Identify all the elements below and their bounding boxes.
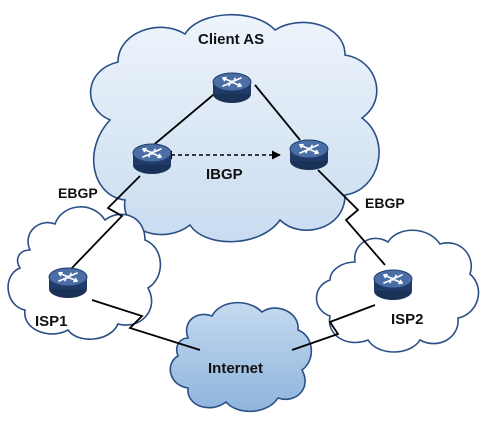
links [69, 84, 386, 351]
internet-label: Internet [208, 360, 263, 377]
internet-cloud [169, 301, 313, 413]
link-isp2-internet [291, 304, 376, 351]
router-icon[interactable] [48, 267, 88, 299]
client-as-label: Client AS [198, 31, 264, 48]
ibgp-label: IBGP [206, 166, 243, 183]
router-icon[interactable] [132, 143, 172, 175]
ebgp-right-label: EBGP [365, 195, 405, 211]
router-icon[interactable] [212, 72, 252, 104]
link-top-right [254, 84, 301, 141]
ebgp-left-label: EBGP [58, 185, 98, 201]
link-isp1-internet [91, 299, 201, 351]
isp1-label: ISP1 [35, 313, 68, 330]
router-icon[interactable] [289, 139, 329, 171]
link-ebgp-right [317, 169, 386, 266]
link-ebgp-left [69, 175, 141, 271]
router-icon[interactable] [373, 269, 413, 301]
isp2-label: ISP2 [391, 311, 424, 328]
link-top-left [149, 84, 226, 149]
client-as-cloud [89, 13, 380, 243]
